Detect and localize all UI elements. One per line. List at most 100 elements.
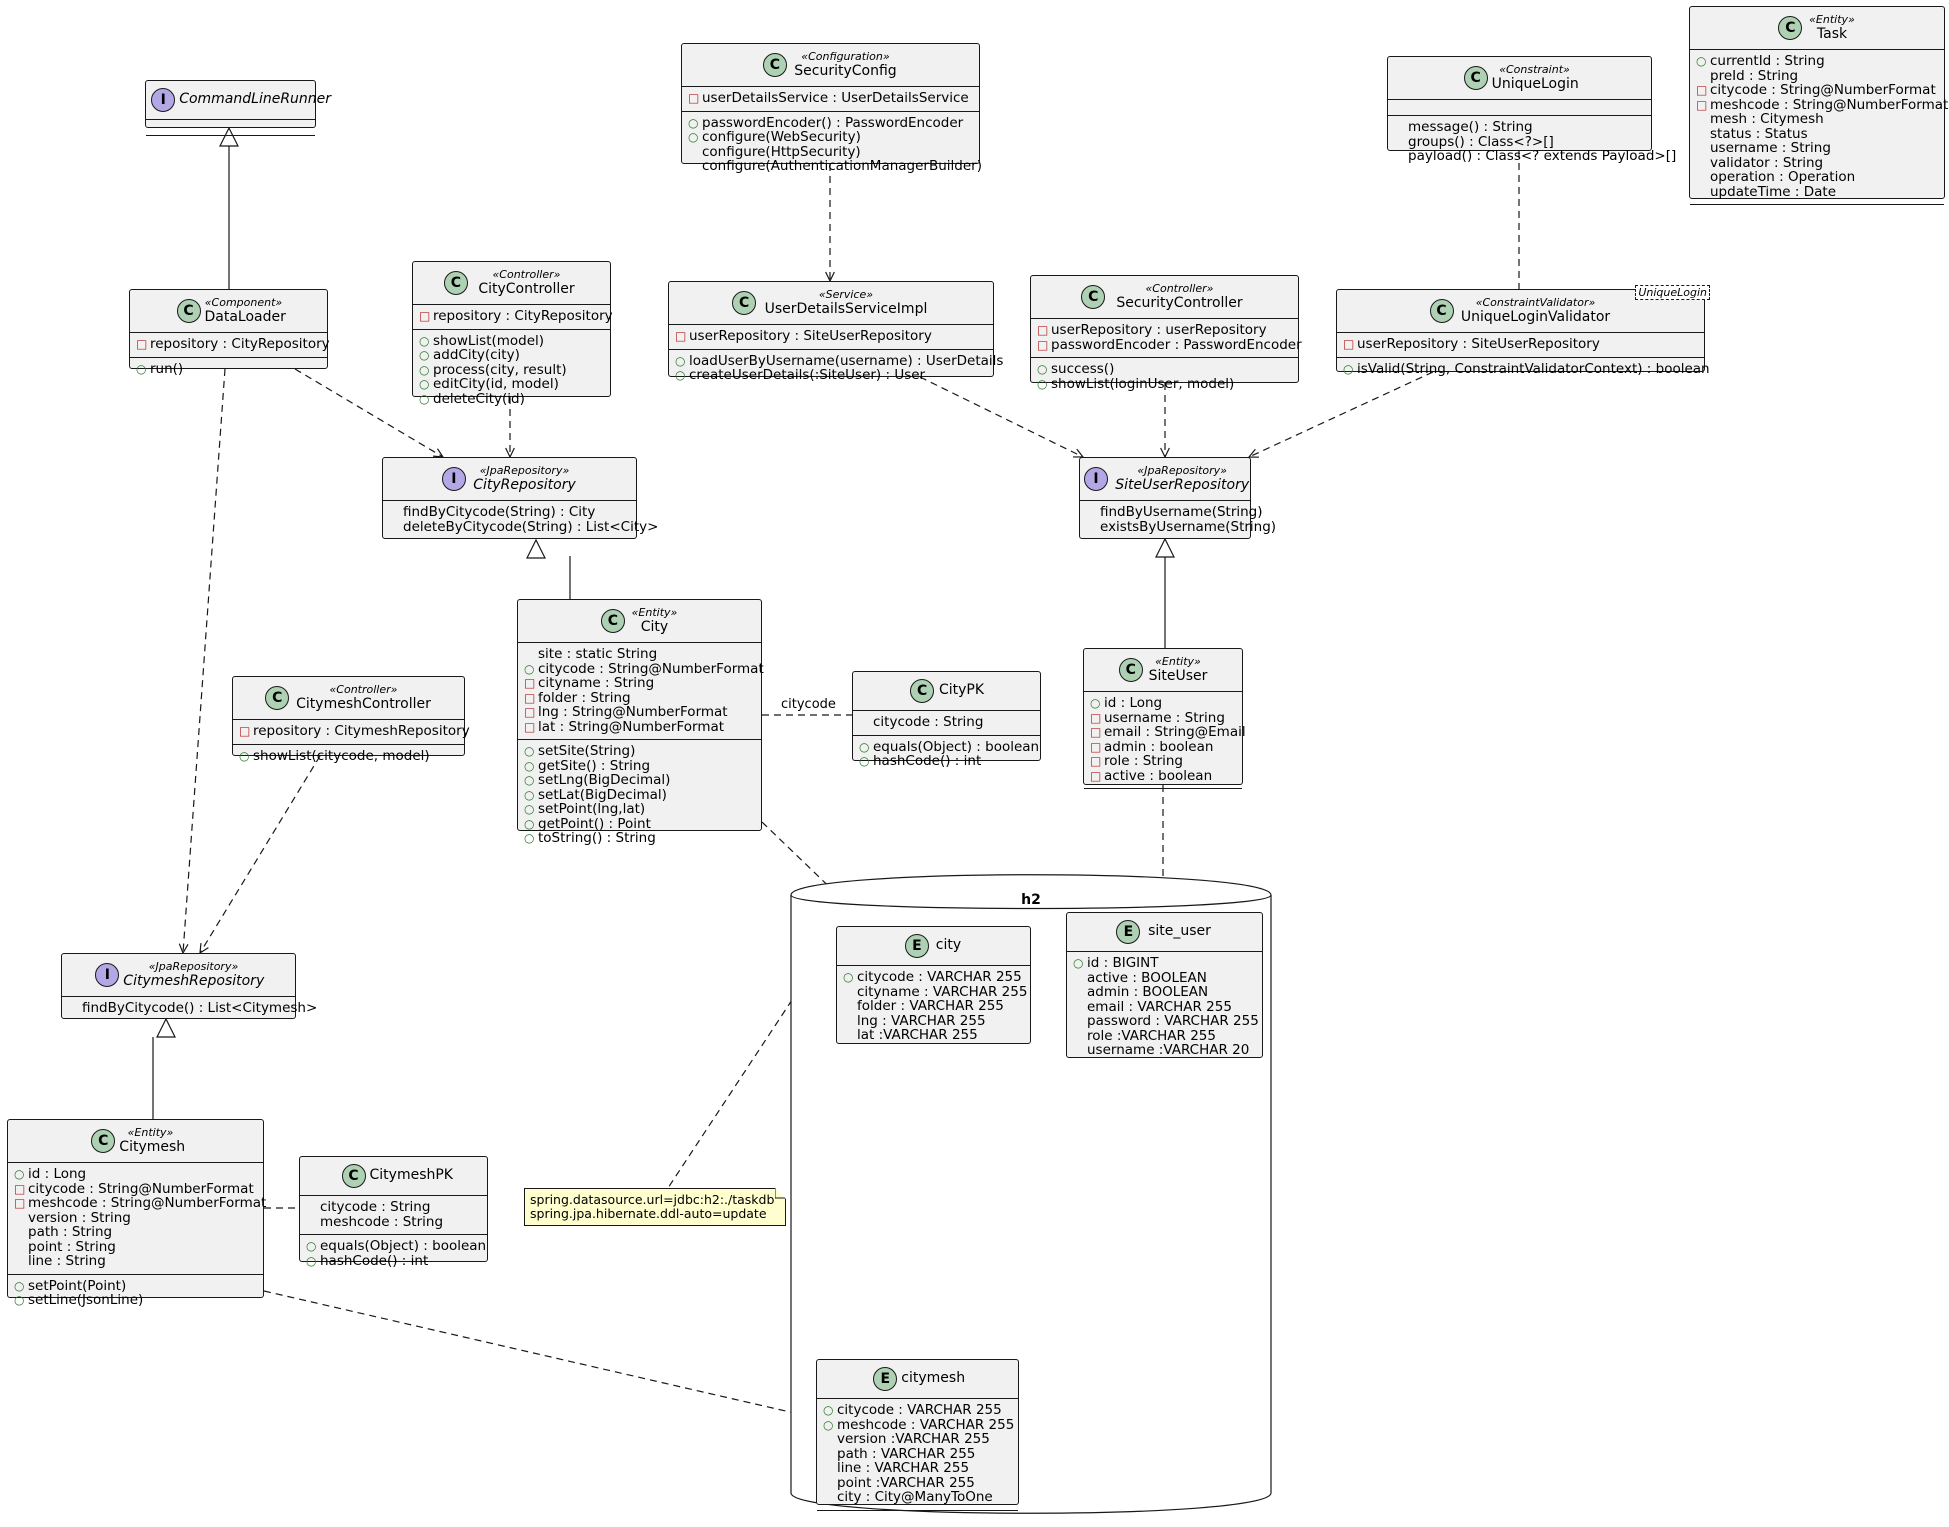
private-icon: □ bbox=[1090, 739, 1102, 754]
member: admin : BOOLEAN bbox=[1087, 984, 1209, 1000]
member: □userRepository : SiteUserRepository bbox=[675, 328, 932, 344]
member: email : VARCHAR 255 bbox=[1087, 998, 1232, 1015]
class-name: citymesh bbox=[901, 1370, 966, 1386]
class-name: city bbox=[935, 937, 962, 953]
public-icon: ○ bbox=[14, 1293, 25, 1307]
member-section: ○passwordEncoder() : PasswordEncoder○con… bbox=[682, 112, 982, 179]
member: □folder : String bbox=[524, 689, 631, 706]
private-icon: □ bbox=[136, 337, 148, 351]
stereotype-label: «Entity» bbox=[631, 606, 678, 619]
class-name: SiteUser bbox=[1148, 668, 1208, 684]
stereotype-label: «Service» bbox=[818, 288, 874, 301]
member: ○run() bbox=[136, 360, 184, 377]
member: configure(HttpSecurity) bbox=[702, 143, 861, 160]
member: □email : String@Email bbox=[1090, 724, 1246, 740]
public-icon: ○ bbox=[1037, 362, 1048, 376]
user-details-service-impl-box[interactable]: C «Service»UserDetailsServiceImpl □userRep… bbox=[668, 281, 1003, 382]
class-name: CityController bbox=[478, 281, 575, 297]
member: point : String bbox=[28, 1238, 116, 1255]
arrow-head bbox=[199, 942, 209, 955]
member-section: findByUsername(String)existsByUsername(S… bbox=[1080, 501, 1276, 539]
member: active : BOOLEAN bbox=[1087, 969, 1207, 986]
member: lat :VARCHAR 255 bbox=[857, 1027, 978, 1043]
class-name: UniqueLoginValidator bbox=[1460, 309, 1611, 325]
public-icon: ○ bbox=[14, 1167, 25, 1181]
private-icon: □ bbox=[1696, 97, 1708, 112]
private-icon: □ bbox=[1090, 725, 1102, 739]
class-name: CityPK bbox=[938, 682, 985, 698]
public-icon: ○ bbox=[823, 1417, 834, 1432]
class-icon: C bbox=[443, 271, 468, 295]
citymesh-controller-box[interactable]: C«Controller»CitymeshController□reposito… bbox=[232, 676, 470, 763]
member: ○currentId : String bbox=[1696, 53, 1825, 69]
member: folder : VARCHAR 255 bbox=[857, 998, 1004, 1014]
member: findByCitycode(String) : City bbox=[403, 504, 596, 520]
stereotype-label: «Controller» bbox=[492, 268, 561, 281]
member: ○citycode : VARCHAR 255 bbox=[843, 969, 1022, 985]
security-controller-box[interactable]: C«Controller»SecurityController□userRepo… bbox=[1030, 275, 1302, 391]
member-section: ○isValid(String, ConstraintValidatorCont… bbox=[1337, 358, 1710, 382]
member: □userRepository : userRepository bbox=[1037, 322, 1267, 338]
inheritance-arrow bbox=[219, 126, 239, 147]
unique-login-validator-box[interactable]: C«ConstraintValidator»UniqueLoginValidat… bbox=[1336, 285, 1710, 376]
member: username : String bbox=[1710, 140, 1831, 156]
class-name: UserDetailsServiceImpl bbox=[764, 301, 928, 317]
security-config-box[interactable]: C«Configuration»SecurityConfig□userDetai… bbox=[681, 43, 982, 173]
member: ○getSite() : String bbox=[524, 757, 651, 774]
class-icon: C bbox=[1778, 16, 1803, 40]
public-icon: ○ bbox=[14, 1278, 25, 1293]
citymesh-box[interactable]: C«Entity»Citymesh○id : Long□citycode : S… bbox=[7, 1119, 266, 1307]
city-controller-box[interactable]: C «Controller»CityController □repository :… bbox=[412, 261, 613, 406]
private-icon: □ bbox=[1696, 83, 1708, 97]
class-icon: C bbox=[1429, 299, 1454, 323]
class-name: City bbox=[640, 619, 669, 635]
private-icon: □ bbox=[1090, 768, 1102, 783]
member-section: ○success()○showList(loginUser, model) bbox=[1031, 358, 1298, 396]
member: ○setLine(JsonLine) bbox=[14, 1292, 144, 1308]
note-line: spring.datasource.url=jdbc:h2:./taskdb bbox=[530, 1192, 775, 1207]
private-icon: □ bbox=[14, 1196, 26, 1210]
member: version : String bbox=[28, 1209, 131, 1226]
stereotype-label: «Controller» bbox=[1145, 282, 1214, 295]
member-section: □userDetailsService : UserDetailsService bbox=[682, 87, 979, 112]
member: □repository : CityRepository bbox=[419, 308, 613, 324]
public-icon: ○ bbox=[419, 391, 430, 406]
dependency-line bbox=[1248, 371, 1434, 458]
member: ○meshcode : VARCHAR 255 bbox=[823, 1416, 1015, 1433]
member: password : VARCHAR 255 bbox=[1087, 1013, 1259, 1029]
class-icon: C bbox=[910, 679, 935, 703]
data-loader-box[interactable]: C«Component»DataLoader□repository : City… bbox=[129, 289, 330, 376]
member: ○setPoint(Point) bbox=[14, 1277, 127, 1294]
site-user-box[interactable]: C«Entity»SiteUser○id : Long□username : S… bbox=[1083, 648, 1246, 789]
member: cityname : VARCHAR 255 bbox=[857, 983, 1028, 1000]
member: ○process(city, result) bbox=[419, 361, 567, 378]
association-line bbox=[263, 1290, 817, 1419]
member: □citycode : String@NumberFormat bbox=[14, 1180, 254, 1197]
note-line: spring.jpa.hibernate.ddl-auto=update bbox=[530, 1206, 767, 1221]
stereotype-label: «Configuration» bbox=[801, 50, 890, 63]
member: ○editCity(id, model) bbox=[419, 376, 559, 392]
member: □lat : String@NumberFormat bbox=[524, 718, 725, 735]
private-icon: □ bbox=[524, 690, 536, 705]
member: ○equals(Object) : boolean bbox=[306, 1238, 487, 1254]
entity-icon: E bbox=[1116, 920, 1141, 944]
member: □cityname : String bbox=[524, 675, 655, 691]
member-section: site : static String○citycode : String@N… bbox=[518, 643, 764, 740]
public-icon: ○ bbox=[859, 739, 870, 754]
class-name: SiteUserRepository bbox=[1115, 477, 1250, 493]
member: username :VARCHAR 20 bbox=[1087, 1042, 1250, 1058]
class-icon: C bbox=[732, 291, 757, 315]
